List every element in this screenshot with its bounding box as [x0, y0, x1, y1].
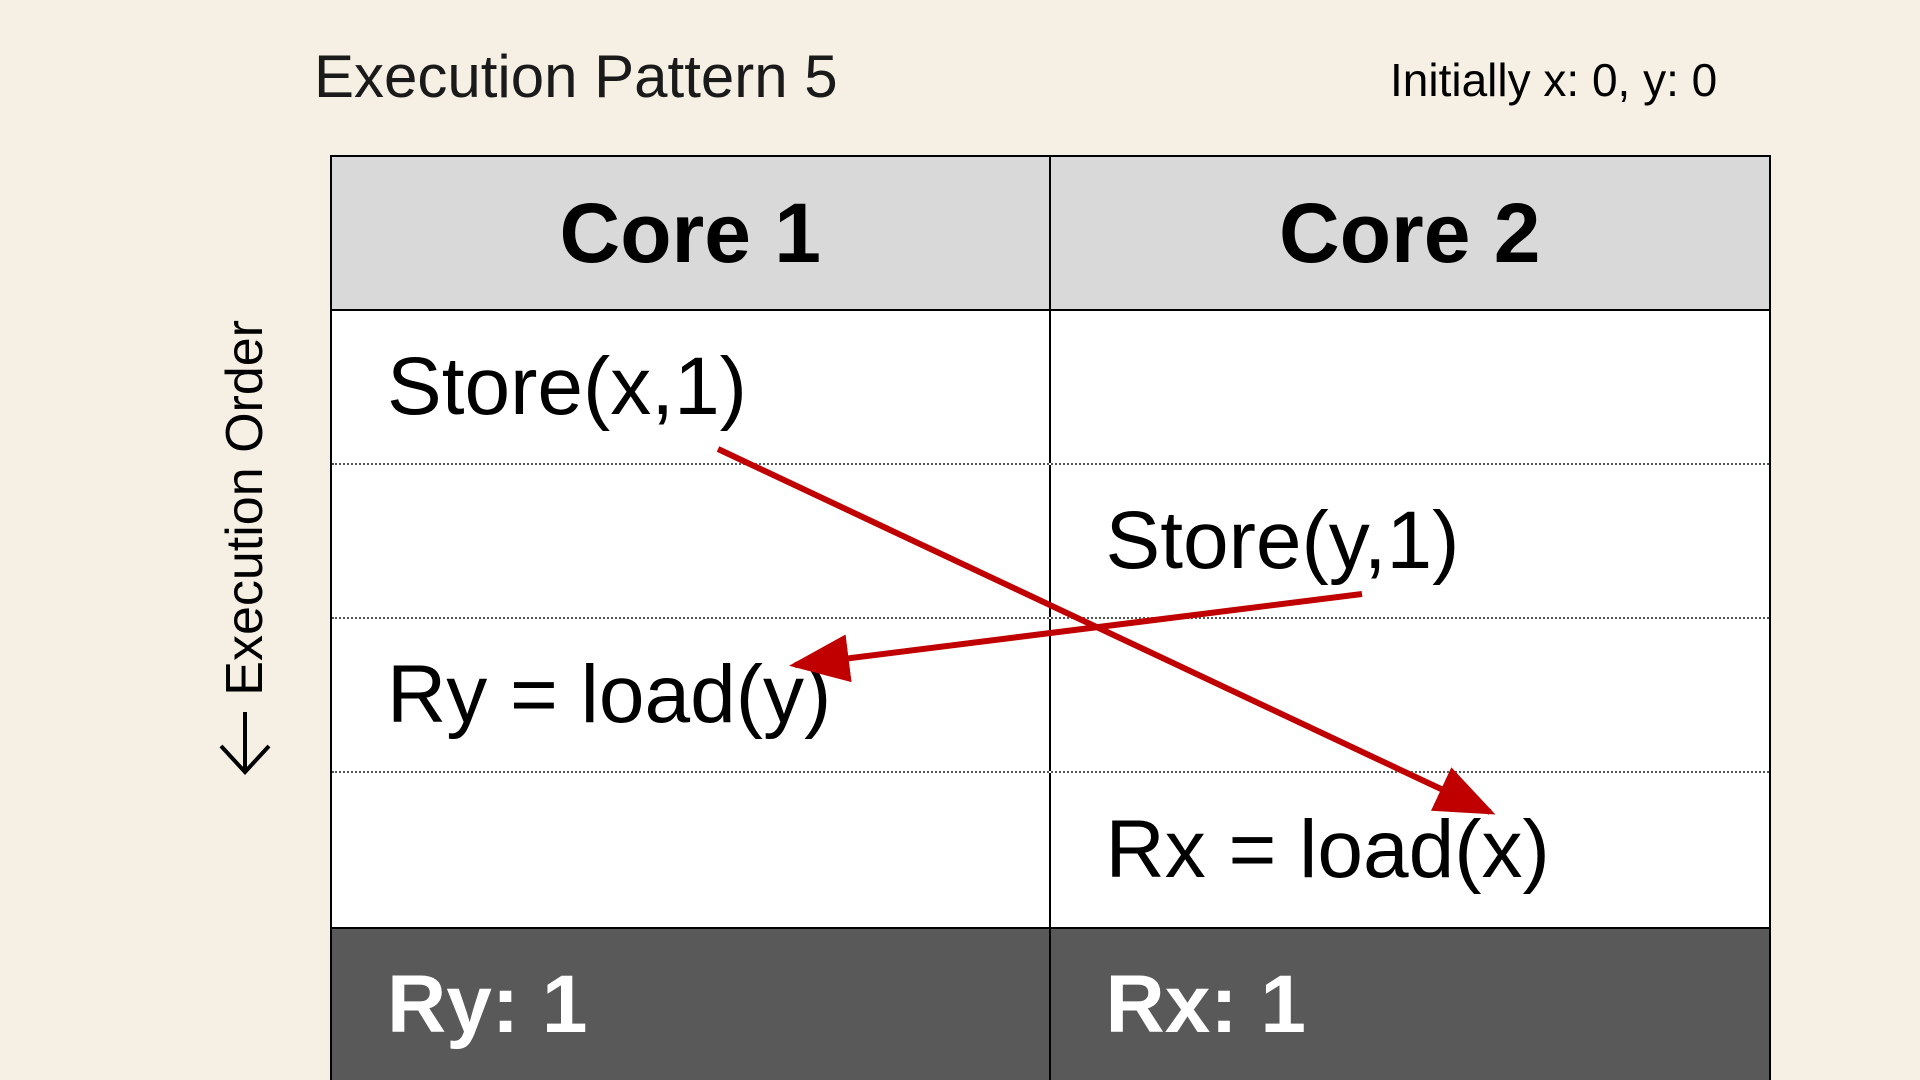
arrow-down-icon: [219, 711, 271, 775]
result-core-1: Ry: 1: [332, 929, 1051, 1080]
core-1-op-1: Store(x,1): [332, 311, 1051, 463]
table-header-row: Core 1 Core 2: [332, 157, 1769, 311]
table-row: Store(x,1): [332, 311, 1769, 465]
execution-order-indicator: Execution Order: [215, 320, 275, 840]
core-1-op-2: [332, 465, 1051, 617]
execution-table: Core 1 Core 2 Store(x,1) Store(y,1) Ry =…: [330, 155, 1771, 1080]
core-2-op-4: Rx = load(x): [1105, 804, 1550, 895]
result-core-2: Rx: 1: [1105, 958, 1307, 1050]
header-core-1: Core 1: [332, 157, 1051, 309]
table-row: Store(y,1): [332, 465, 1769, 619]
core-2-op-3: [1051, 619, 1770, 771]
table-row: Rx = load(x): [332, 773, 1769, 927]
table-row: Ry = load(y): [332, 619, 1769, 773]
core-1-op-3: Ry = load(y): [332, 619, 1051, 771]
core-1-op-4: [332, 773, 1051, 927]
results-row: Ry: 1 Rx: 1: [332, 927, 1769, 1080]
header-core-2: Core 2: [1279, 185, 1541, 280]
core-2-op-2: Store(y,1): [1105, 495, 1460, 586]
page-title: Execution Pattern 5: [314, 43, 838, 110]
initial-state-label: Initially x: 0, y: 0: [1390, 54, 1718, 106]
execution-order-label: Execution Order: [216, 320, 274, 696]
core-2-op-1: [1051, 311, 1770, 463]
